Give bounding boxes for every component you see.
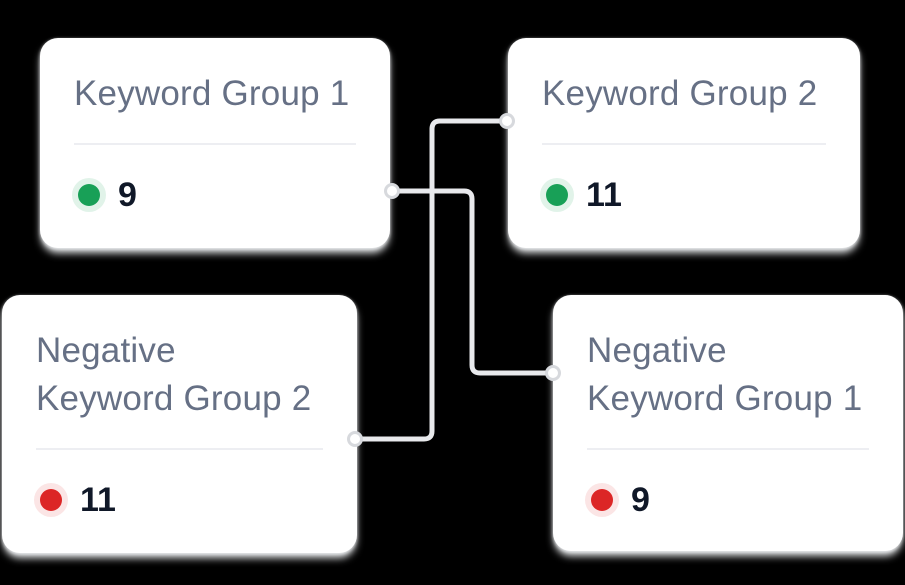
- card-title: Keyword Group 1: [74, 74, 350, 113]
- keyword-count: 9: [631, 481, 650, 519]
- card-title-line-1: Negative: [587, 331, 727, 370]
- card-title-line-2: Keyword Group 1: [587, 379, 863, 418]
- card-title-line-2: Keyword Group 2: [36, 379, 312, 418]
- positive-status-dot: [546, 184, 568, 206]
- keyword-count: 11: [586, 176, 622, 214]
- keyword-count-row: 9: [74, 178, 356, 212]
- keyword-count-row: 11: [36, 483, 323, 517]
- card-title: Keyword Group 2: [542, 74, 818, 113]
- card-divider: [74, 143, 356, 145]
- card-divider: [36, 448, 323, 450]
- card-divider: [542, 143, 826, 145]
- port-keyword-group-2-left[interactable]: [499, 113, 515, 129]
- keyword-count: 9: [118, 176, 137, 214]
- card-title-line-1: Negative: [36, 331, 176, 370]
- keyword-count-row: 11: [542, 178, 826, 212]
- negative-status-dot: [591, 489, 613, 511]
- card-keyword-group-1[interactable]: Keyword Group 1 9: [40, 38, 390, 248]
- port-negative-keyword-group-1-left[interactable]: [545, 365, 561, 381]
- card-keyword-group-2[interactable]: Keyword Group 2 11: [508, 38, 860, 248]
- positive-status-dot: [78, 184, 100, 206]
- connection-edge-kg2-nkg2[interactable]: [352, 118, 510, 442]
- keyword-count: 11: [80, 481, 116, 519]
- port-negative-keyword-group-2-right[interactable]: [347, 431, 363, 447]
- keyword-count-row: 9: [587, 483, 869, 517]
- connection-edge-kg1-nkg1[interactable]: [389, 188, 556, 376]
- port-keyword-group-1-right[interactable]: [384, 183, 400, 199]
- negative-status-dot: [40, 489, 62, 511]
- card-divider: [587, 448, 869, 450]
